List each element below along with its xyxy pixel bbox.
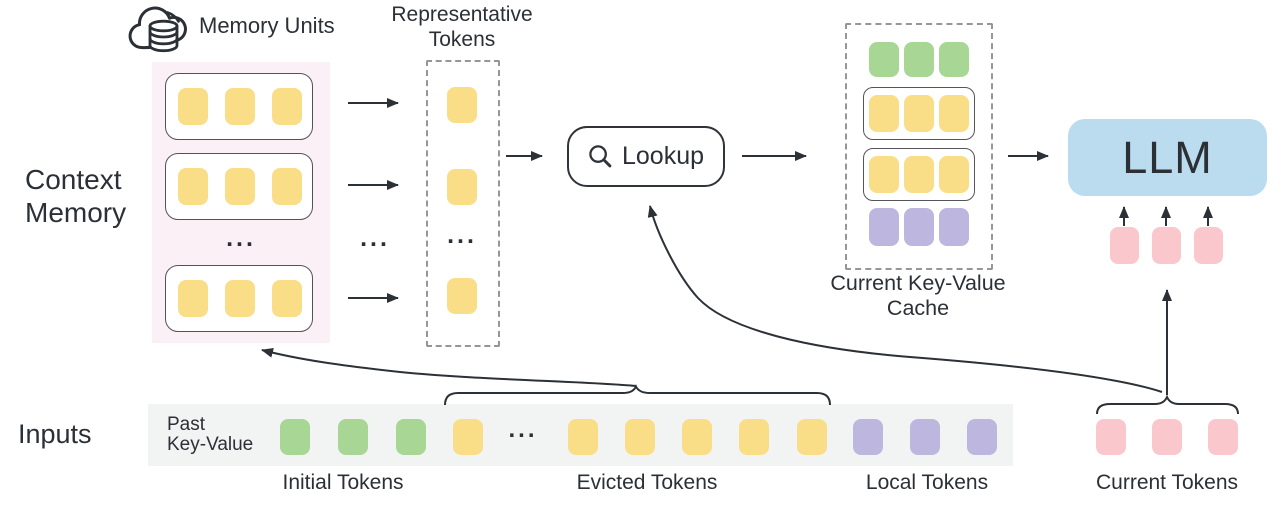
memory-token: [225, 168, 255, 205]
evicted-token: [625, 419, 655, 455]
llm-input-token: [1152, 227, 1181, 264]
current-token: [1208, 419, 1238, 455]
cache-token-memory: [939, 95, 969, 132]
local-token: [967, 419, 997, 455]
representative-token: [447, 87, 477, 123]
representative-tokens-box: ...: [426, 60, 500, 347]
curve-evicted-to-memory: [261, 347, 637, 387]
memory-token: [272, 280, 302, 317]
current-kv-cache-box: [845, 23, 993, 270]
memory-token: [178, 280, 208, 317]
current-tokens-label: Current Tokens: [1095, 471, 1239, 494]
evicted-token: [453, 419, 483, 455]
memory-unit-row: [165, 153, 313, 220]
llm-input-token: [1194, 227, 1223, 264]
memory-unit-row: [165, 265, 313, 332]
current-token: [1152, 419, 1182, 455]
initial-token: [396, 419, 426, 455]
evicted-token: [797, 419, 827, 455]
cache-token-memory: [939, 156, 969, 193]
memory-token: [225, 88, 255, 125]
past-key-value-label: Past Key-Value: [167, 414, 254, 455]
memory-units-label: Memory Units: [199, 13, 335, 38]
current-token: [1096, 419, 1126, 455]
cache-token-memory: [904, 95, 934, 132]
cache-token-initial: [939, 42, 969, 77]
representative-token: [447, 169, 477, 205]
strip-ellipsis: ...: [508, 416, 538, 443]
memory-token: [225, 280, 255, 317]
cloud-database-icon: [128, 6, 187, 53]
evicted-tokens-label: Evicted Tokens: [576, 471, 718, 494]
cache-memory-unit: [863, 87, 975, 140]
representative-tokens-label: Representative Tokens: [391, 3, 533, 51]
brace-current-tokens: [1096, 394, 1239, 415]
llm-input-token: [1110, 227, 1139, 264]
context-memory-panel: ...: [152, 62, 330, 343]
cache-memory-unit: [863, 148, 975, 201]
initial-token: [280, 419, 310, 455]
evicted-token: [568, 419, 598, 455]
memory-token: [178, 88, 208, 125]
memory-token: [272, 168, 302, 205]
memory-unit-row: [165, 73, 313, 140]
representative-ellipsis: ...: [447, 221, 477, 249]
evicted-token: [682, 419, 712, 455]
lookup-button: Lookup: [567, 126, 725, 187]
cache-token-initial: [904, 42, 934, 77]
cache-token-local: [939, 208, 969, 246]
evicted-token: [739, 419, 769, 455]
local-tokens-label: Local Tokens: [865, 471, 989, 494]
cache-token-initial: [869, 42, 899, 77]
brace-evicted-tokens: [444, 384, 831, 406]
memory-token: [272, 88, 302, 125]
cache-token-memory: [869, 95, 899, 132]
cache-token-local: [904, 208, 934, 246]
search-icon: [589, 145, 612, 168]
lookup-label: Lookup: [621, 142, 705, 170]
cache-token-memory: [869, 156, 899, 193]
local-token: [853, 419, 883, 455]
memory-ellipsis: ...: [226, 224, 256, 252]
between-ellipsis: ...: [360, 224, 390, 252]
representative-token: [447, 278, 477, 314]
current-kv-cache-label: Current Key-Value Cache: [830, 271, 1006, 320]
llm-box: LLM: [1068, 119, 1267, 196]
past-kv-strip: Past Key-Value ...: [148, 404, 1013, 466]
inputs-label: Inputs: [18, 419, 92, 449]
initial-tokens-label: Initial Tokens: [282, 471, 404, 494]
context-memory-label: Context Memory: [25, 164, 127, 228]
cache-token-local: [869, 208, 899, 246]
initial-token: [338, 419, 368, 455]
cache-token-memory: [904, 156, 934, 193]
local-token: [910, 419, 940, 455]
memory-token: [178, 168, 208, 205]
llm-label: LLM: [1122, 131, 1213, 183]
